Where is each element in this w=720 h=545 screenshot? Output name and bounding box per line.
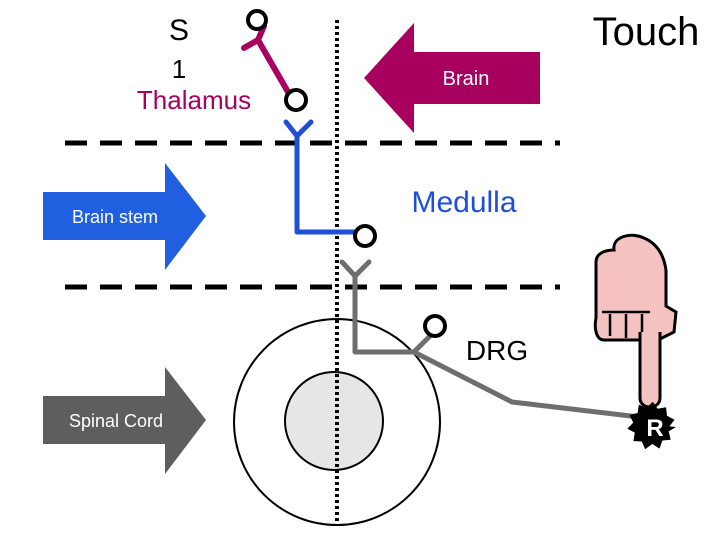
second-order-axon [294, 133, 359, 235]
gray-matter [284, 371, 384, 471]
first-order-central-axon [352, 273, 433, 355]
hand-knuckle-lines [602, 310, 650, 338]
s1-neuron-soma [246, 9, 268, 31]
receptor-burst [627, 401, 676, 450]
medulla-label: Medulla [411, 186, 516, 219]
thalamus-neuron-soma [284, 88, 308, 112]
spinal-cord-arrow-label: Spinal Cord [69, 411, 163, 431]
third-order-neuron [241, 23, 291, 95]
receptor-label: R [646, 415, 663, 442]
brain-arrow [364, 23, 540, 133]
brain-stem-arrow [43, 163, 206, 270]
third-order-terminal [241, 23, 267, 51]
hand-fist [593, 233, 678, 342]
second-order-terminal [283, 119, 314, 140]
first-order-neuron [339, 259, 651, 421]
drg-label: DRG [466, 335, 528, 366]
third-order-axon [255, 37, 291, 95]
pointing-hand [593, 233, 678, 409]
touch-label: Touch [593, 10, 700, 54]
thalamus-label: Thalamus [137, 85, 251, 115]
brain-stem-arrow-label: Brain stem [72, 207, 158, 227]
second-order-neuron [283, 119, 359, 235]
spinal-cord-arrow [43, 367, 206, 474]
medulla-neuron-soma [353, 224, 377, 248]
first-order-peripheral-axon [411, 349, 651, 421]
brain-arrow-label: Brain [443, 68, 490, 90]
drg-neuron-soma [423, 314, 447, 338]
s1-label-1: 1 [172, 54, 186, 84]
hand-index-finger [638, 332, 662, 409]
s1-label-s: S [169, 14, 189, 47]
